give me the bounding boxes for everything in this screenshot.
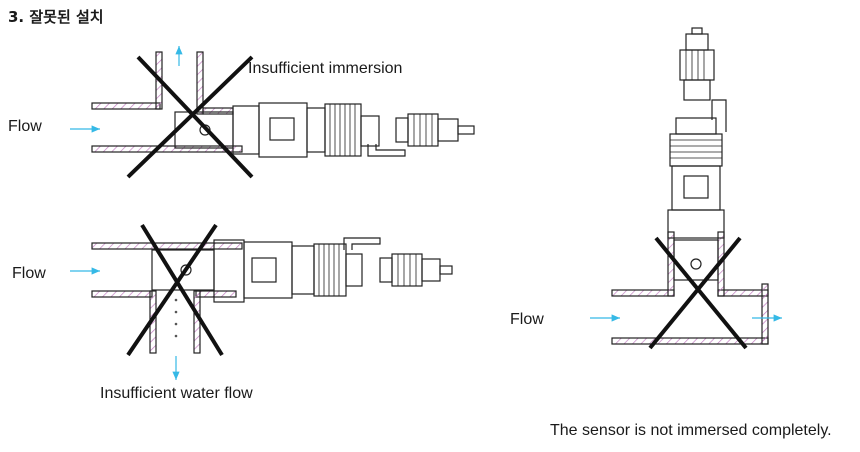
pipe-wall-top-right xyxy=(202,107,234,115)
sensor-hole xyxy=(180,264,192,276)
caption-insufficient-water-flow: Insufficient water flow xyxy=(100,385,253,402)
pipe-wall-bottom xyxy=(611,337,769,345)
cross-mark-b xyxy=(126,55,254,179)
pipe-end-cap xyxy=(761,283,769,345)
sensor-ring xyxy=(306,107,326,153)
pipe-wall-top xyxy=(91,242,243,250)
flow-label-1: Flow xyxy=(8,118,42,135)
tee-left xyxy=(667,231,675,297)
sensor-neck xyxy=(675,117,717,135)
cross-mark-a xyxy=(140,223,224,357)
cable xyxy=(457,125,475,135)
connector-body xyxy=(679,49,715,81)
sensor-hole xyxy=(690,258,702,270)
flow-label-2: Flow xyxy=(12,265,46,282)
pipe-wall-top xyxy=(91,102,161,110)
connector-sleeve xyxy=(685,33,709,51)
sensor-body xyxy=(258,102,308,158)
connector-nut xyxy=(379,257,393,283)
sensor-window xyxy=(251,257,277,283)
connector-body xyxy=(407,113,439,147)
diagram-insufficient-water-flow xyxy=(70,223,453,380)
sensor-neck xyxy=(360,115,380,147)
caption-insufficient-immersion: Insufficient immersion xyxy=(248,60,403,77)
connector-nut xyxy=(683,79,711,101)
riser-right xyxy=(196,51,204,115)
drain-right xyxy=(193,290,201,354)
sensor-body xyxy=(243,241,293,299)
sensor-collar xyxy=(667,209,725,239)
connector-nut xyxy=(395,117,409,143)
sensor-body xyxy=(671,165,721,211)
bracket xyxy=(711,99,727,132)
sensor-tip xyxy=(174,111,234,149)
sensor-window xyxy=(683,175,709,199)
sensor-neck xyxy=(345,253,363,287)
bracket xyxy=(367,144,406,157)
connector-sleeve xyxy=(421,258,441,282)
pipe-wall-bottom-right xyxy=(195,290,237,298)
flow-label-3: Flow xyxy=(510,311,544,328)
diagram-not-immersed-completely xyxy=(590,27,782,350)
pipe-wall-bottom xyxy=(91,145,243,153)
section-heading: 3. 잘못된 설치 xyxy=(8,8,104,26)
cable xyxy=(691,27,703,35)
sensor-thread xyxy=(669,133,723,167)
cross-mark-a xyxy=(654,236,748,350)
sensor-window xyxy=(269,117,295,141)
pipe-wall-top-right xyxy=(717,289,769,297)
connector-body xyxy=(391,253,423,287)
caption-not-immersed: The sensor is not immersed completely. xyxy=(550,422,832,439)
cross-mark-b xyxy=(126,223,218,357)
cable xyxy=(439,265,453,275)
pipe-wall-bottom-left xyxy=(91,290,153,298)
diagram-insufficient-immersion xyxy=(70,46,475,179)
bracket xyxy=(343,237,381,250)
pipe-wall-top-left xyxy=(611,289,675,297)
sensor-ring xyxy=(291,245,315,295)
connector-sleeve xyxy=(437,118,459,142)
cross-mark-a xyxy=(136,55,254,179)
cross-mark-b xyxy=(648,236,742,350)
